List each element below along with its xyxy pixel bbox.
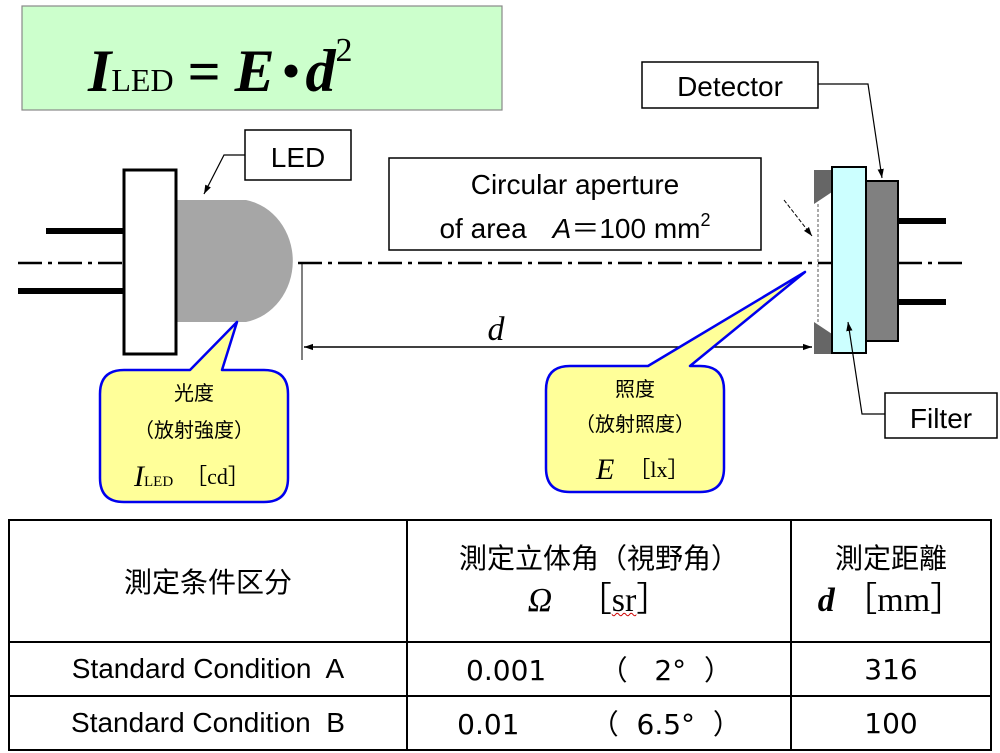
row-solid-angle: 0.01 （ 6.5° ） <box>406 695 792 751</box>
formula-box <box>21 5 503 111</box>
intensity-callout <box>98 320 290 504</box>
intensity-callout-line2: （放射強度） <box>134 418 254 442</box>
illuminance-callout-line2: （放射照度） <box>575 412 695 436</box>
header-distance-title: 測定距離 <box>834 542 947 575</box>
intensity-callout-line1: 光度 <box>174 381 214 405</box>
filter-label-box <box>884 392 998 439</box>
distance-label: d <box>488 311 506 348</box>
row-solid-angle: 0.001 （ 2° ） <box>406 641 792 697</box>
header-solid-angle-unit: Ω ［sr］ <box>527 582 671 619</box>
aperture-plate-lower <box>814 322 832 354</box>
header-distance-unit: d ［mm］ <box>817 582 965 619</box>
detector-label-box <box>641 61 819 109</box>
table-row: Standard Condition A 0.001 （ 2° ） 316 <box>8 641 992 697</box>
illuminance-callout <box>544 270 807 494</box>
header-solid-angle: 測定立体角（視野角） Ω ［sr］ <box>406 519 792 643</box>
row-condition: Standard Condition B <box>8 695 408 751</box>
led-label: LED <box>271 142 325 173</box>
detector-assembly <box>814 166 946 354</box>
table-row: Standard Condition B 0.01 （ 6.5° ） 100 <box>8 695 992 751</box>
led-dome <box>176 200 293 322</box>
row-condition: Standard Condition A <box>8 641 408 697</box>
led-flange <box>122 168 178 356</box>
led-label-box <box>244 129 352 181</box>
led-label-pointer <box>203 154 245 195</box>
header-solid-angle-title: 測定立体角（視野角） <box>458 542 739 575</box>
detector-label: Detector <box>677 71 783 102</box>
measurement-diagram: ILED=E•d2 LED Detector Circular aperture… <box>18 5 998 504</box>
aperture-label-pointer <box>783 199 813 237</box>
conditions-table: 測定条件区分 測定立体角（視野角） Ω ［sr］ 測定距離 d ［mm］ Sta… <box>8 519 992 751</box>
row-distance: 316 <box>790 641 992 697</box>
filter-label: Filter <box>910 403 972 434</box>
aperture-plate <box>814 170 832 204</box>
formula: ILED=E•d2 <box>87 32 352 104</box>
illuminance-callout-symbol: E［lx］ <box>595 453 689 486</box>
header-condition: 測定条件区分 <box>8 519 408 643</box>
aperture-label-line1: Circular aperture <box>471 169 680 200</box>
table-header-row: 測定条件区分 測定立体角（視野角） Ω ［sr］ 測定距離 d ［mm］ <box>8 519 992 643</box>
detector-body <box>865 180 899 342</box>
illuminance-callout-line1: 照度 <box>615 377 655 401</box>
intensity-callout-symbol: ILED［cd］ <box>133 460 250 493</box>
aperture-label-box <box>388 157 762 251</box>
detector-label-pointer <box>818 83 884 179</box>
header-distance: 測定距離 d ［mm］ <box>790 519 992 643</box>
filter-label-pointer <box>846 321 885 415</box>
led-component <box>18 168 293 356</box>
row-distance: 100 <box>790 695 992 751</box>
